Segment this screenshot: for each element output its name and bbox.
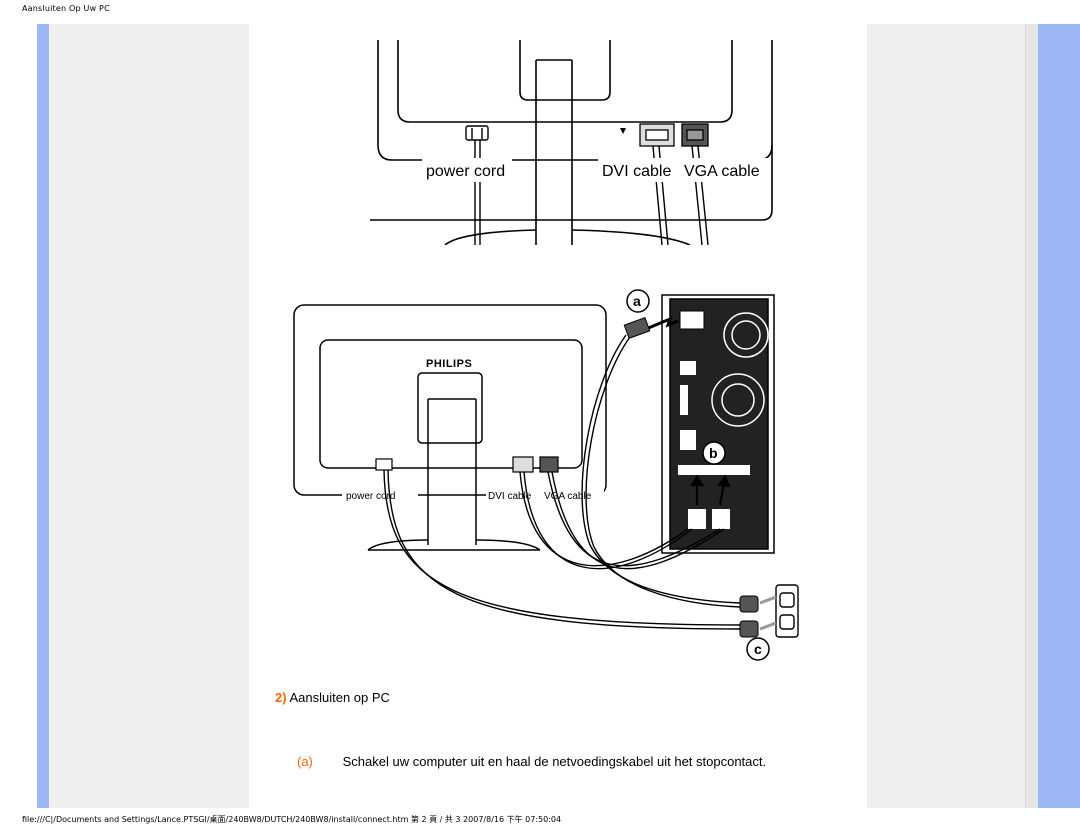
page-footer-path: file:///C|/Documents and Settings/Lance.…: [22, 815, 562, 824]
page-header-title: Aansluiten Op Uw PC: [22, 4, 110, 13]
monitor-brand-logo: PHILIPS: [426, 358, 472, 370]
callout-c: c: [754, 641, 762, 657]
right-side-panel: [867, 24, 1025, 808]
top-dvi-cable-label: DVI cable: [602, 163, 671, 180]
connect-to-pc-illustration: PHILIPS power cord DVI cable VGA cable: [293, 289, 799, 661]
right-accent-stripe: [1038, 24, 1080, 808]
step-title: Aansluiten op PC: [289, 690, 390, 705]
bottom-vga-cable-label: VGA cable: [544, 491, 592, 502]
monitor-connectors-illustration: power cord DVI cable VGA cable: [370, 40, 773, 245]
bottom-dvi-cable-label: DVI cable: [488, 491, 532, 502]
step-number: 2): [275, 690, 287, 705]
left-accent-stripe: [37, 24, 49, 808]
bottom-power-cord-label: power cord: [346, 491, 395, 502]
top-power-cord-label: power cord: [426, 163, 505, 180]
step-heading: 2) Aansluiten op PC: [275, 690, 390, 705]
callout-b: b: [709, 445, 718, 461]
callout-a: a: [633, 293, 641, 309]
top-vga-cable-label: VGA cable: [684, 163, 760, 180]
sub-step-a: (a) Schakel uw computer uit en haal de n…: [297, 754, 766, 769]
right-scrollbar[interactable]: [1025, 24, 1038, 808]
left-side-panel: [49, 24, 249, 808]
sub-step-letter: (a): [297, 754, 313, 769]
sub-step-text: Schakel uw computer uit en haal de netvo…: [342, 754, 767, 769]
